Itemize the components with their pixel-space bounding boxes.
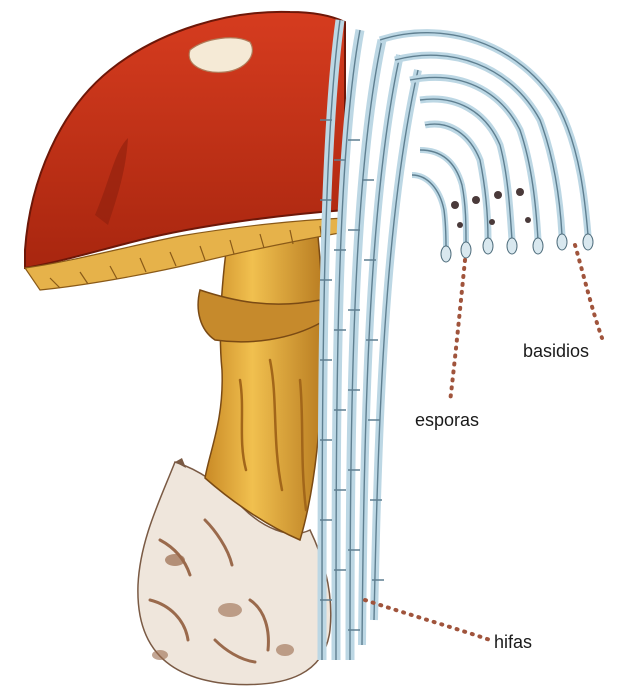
label-basidios: basidios [523,342,589,360]
leader-hifas [365,600,490,640]
label-esporas: esporas [415,411,479,429]
hyphae-section [320,20,588,660]
label-hifas: hifas [494,633,532,651]
leader-esporas [450,260,465,402]
leader-basidios [575,245,602,338]
leader-lines [365,245,602,640]
